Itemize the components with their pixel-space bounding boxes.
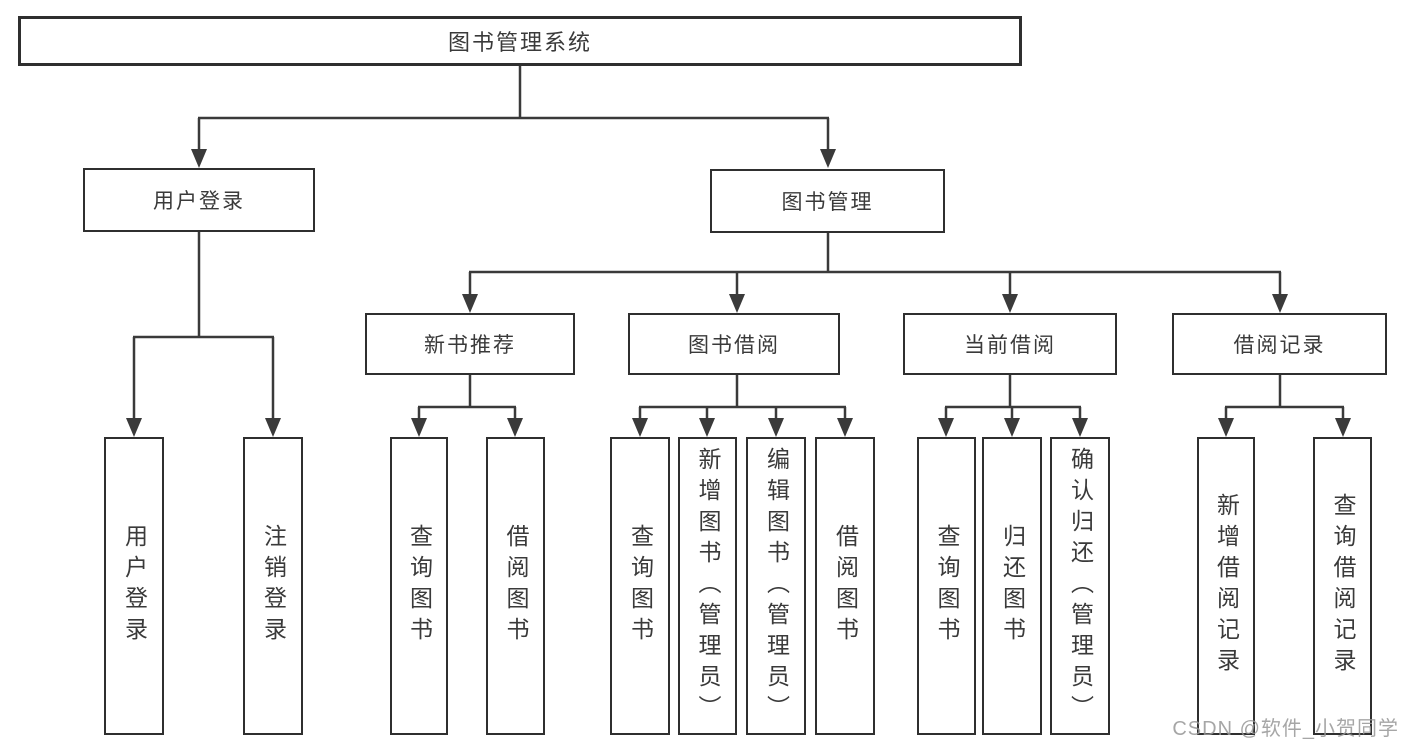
leaf-query-books-recommend: 查询图书 — [390, 437, 448, 735]
node-label: 借阅图书 — [832, 524, 859, 648]
node-user-login: 用户登录 — [83, 168, 315, 232]
leaf-query-books-current: 查询图书 — [917, 437, 976, 735]
node-library-management-system: 图书管理系统 — [18, 16, 1022, 66]
node-new-book-recommend: 新书推荐 — [365, 313, 575, 375]
node-label: 用户登录 — [121, 524, 148, 648]
node-book-management: 图书管理 — [710, 169, 945, 233]
node-label: 图书管理系统 — [447, 30, 592, 55]
leaf-add-books-admin: 新增图书（管理员） — [678, 437, 737, 735]
leaf-return-books: 归还图书 — [982, 437, 1042, 735]
node-label: 图书管理 — [781, 191, 874, 214]
node-label: 查询图书 — [934, 524, 960, 648]
node-label: 图书借阅 — [688, 334, 780, 357]
csdn-watermark: CSDN @软件_小贺同学 — [1172, 718, 1399, 740]
leaf-confirm-return-admin: 确认归还（管理员） — [1050, 437, 1110, 735]
node-label: 新增借阅记录 — [1213, 493, 1240, 679]
node-book-borrowing: 图书借阅 — [628, 313, 840, 375]
leaf-add-borrow-record: 新增借阅记录 — [1197, 437, 1255, 735]
node-label: 注销登录 — [260, 524, 287, 648]
leaf-borrow-books-recommend: 借阅图书 — [486, 437, 545, 735]
node-label: 查询借阅记录 — [1330, 493, 1356, 679]
node-label: 新书推荐 — [424, 334, 516, 357]
node-label: 查询图书 — [406, 524, 433, 648]
node-label: 编辑图书（管理员） — [763, 446, 790, 726]
node-label: 归还图书 — [999, 524, 1026, 648]
leaf-borrow-books: 借阅图书 — [815, 437, 875, 735]
node-label: 查询图书 — [627, 524, 654, 648]
leaf-logout-login: 注销登录 — [243, 437, 303, 735]
leaf-query-borrow-record: 查询借阅记录 — [1313, 437, 1372, 735]
node-label: 借阅图书 — [503, 524, 529, 648]
node-borrowing-records: 借阅记录 — [1172, 313, 1387, 375]
node-label: 用户登录 — [153, 190, 245, 213]
leaf-edit-books-admin: 编辑图书（管理员） — [746, 437, 806, 735]
node-label: 新增图书（管理员） — [695, 446, 721, 726]
leaf-user-login: 用户登录 — [104, 437, 164, 735]
arrowheads — [126, 149, 1351, 437]
node-current-borrowing: 当前借阅 — [903, 313, 1117, 375]
node-label: 借阅记录 — [1233, 334, 1326, 357]
leaf-query-books-borrow: 查询图书 — [610, 437, 670, 735]
node-label: 当前借阅 — [964, 334, 1056, 357]
node-label: 确认归还（管理员） — [1067, 446, 1094, 726]
